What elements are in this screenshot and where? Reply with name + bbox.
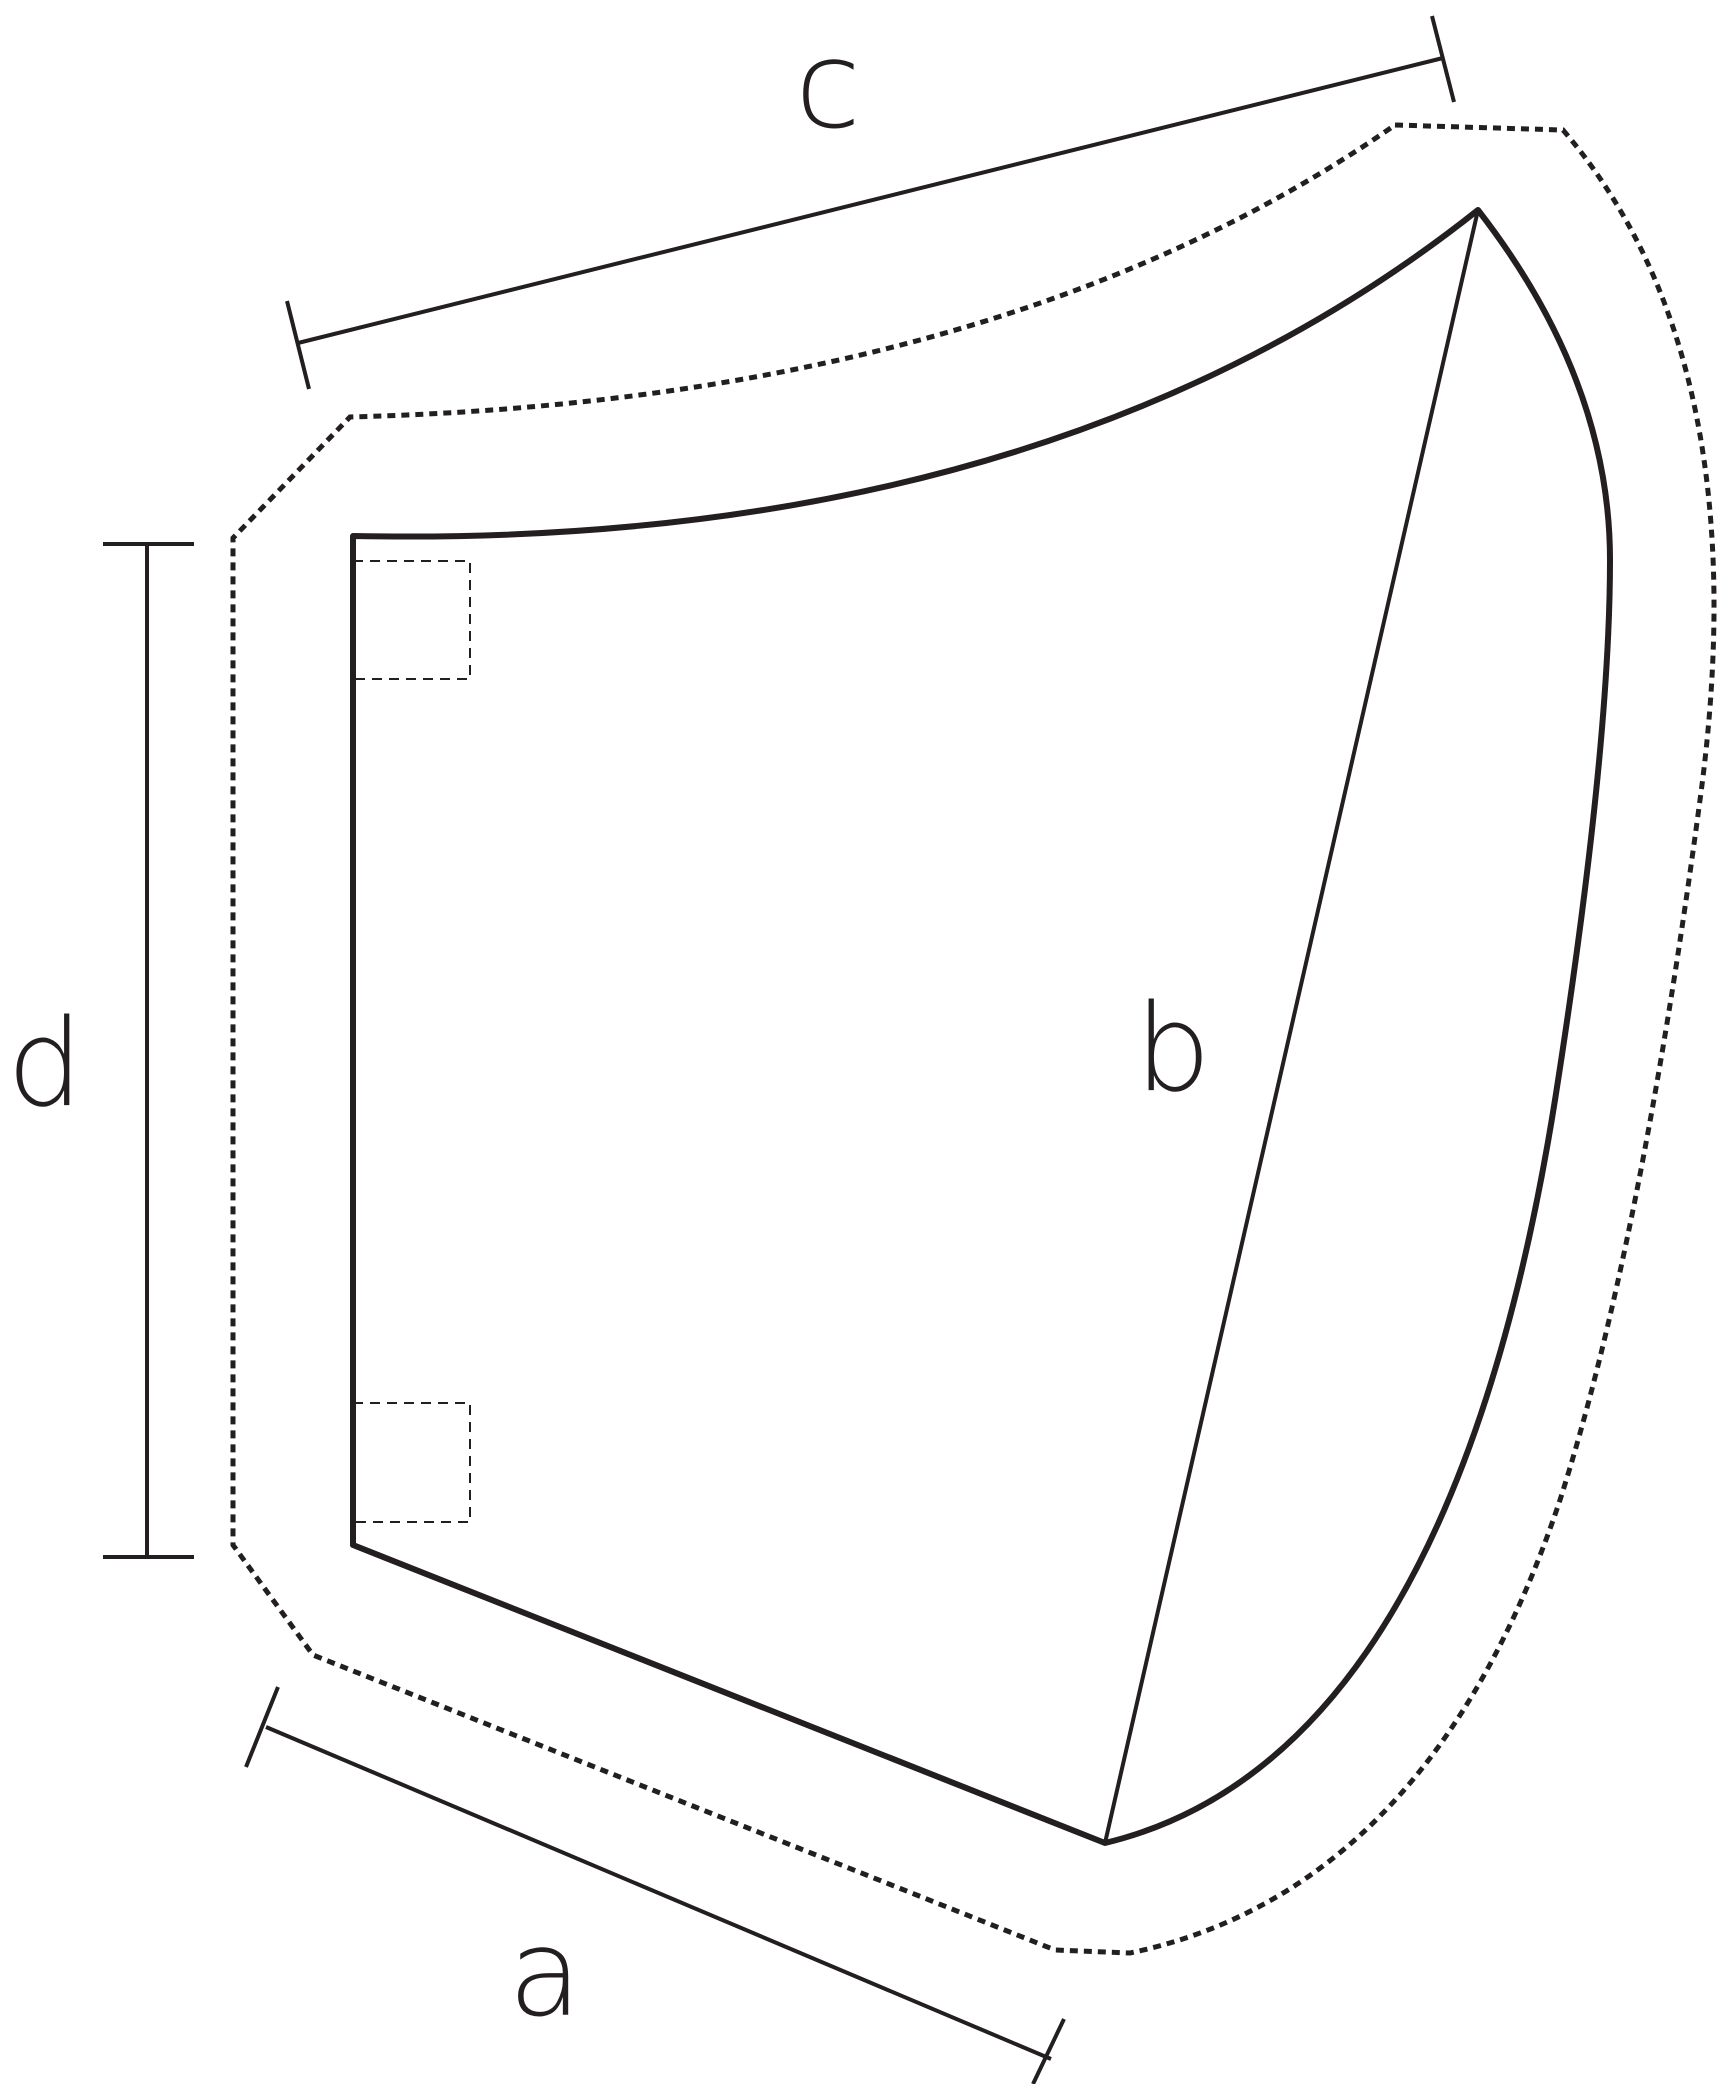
dimension-c — [285, 15, 1456, 390]
dimension-c-line — [297, 56, 1444, 345]
seam-allowance-outline — [230, 122, 1717, 1956]
dimension-c-tick-start — [285, 300, 311, 390]
label-c: c — [795, 17, 861, 156]
label-a: a — [508, 1905, 582, 2044]
dimension-a-line — [265, 1725, 1052, 2061]
pattern-piece-outline — [350, 207, 1613, 1846]
dimension-a-tick-start — [244, 1686, 280, 1768]
dimension-a — [244, 1686, 1066, 2084]
right-angle-marker-top — [353, 560, 471, 680]
label-d: d — [7, 995, 83, 1134]
dimension-c-tick-end — [1430, 15, 1456, 103]
right-angle-marker-bottom — [353, 1402, 471, 1523]
dimension-a-tick-end — [1031, 2018, 1066, 2084]
dimension-d — [103, 542, 194, 1559]
label-b: b — [1135, 980, 1211, 1119]
chord-line-b — [1103, 209, 1480, 1844]
